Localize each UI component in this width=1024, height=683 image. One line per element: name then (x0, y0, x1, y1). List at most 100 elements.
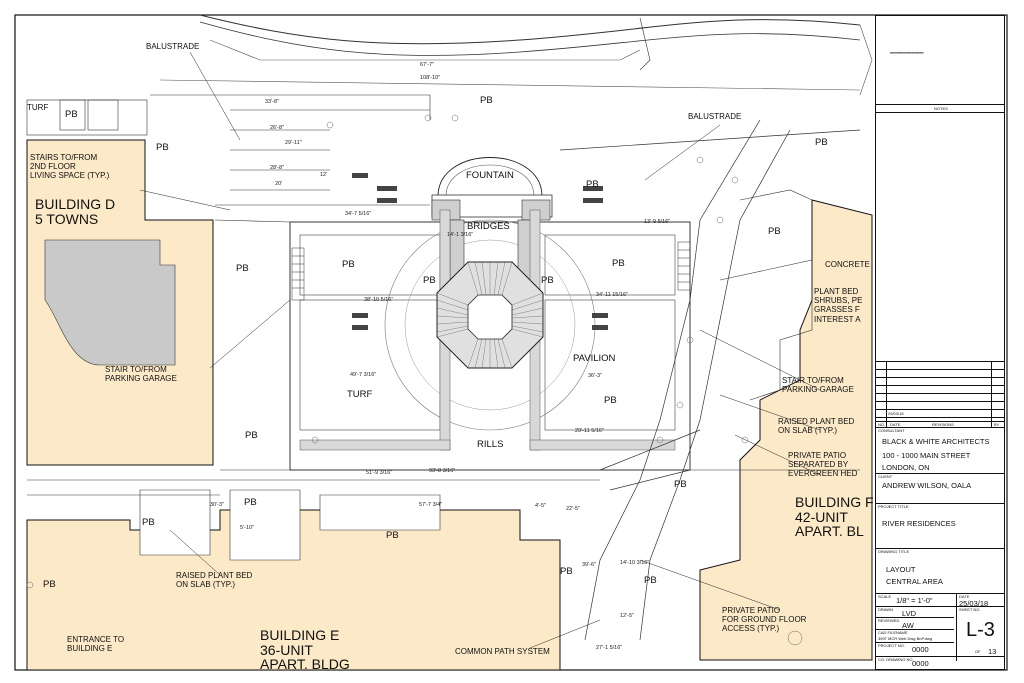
raised-bed-label-right: RAISED PLANT BED ON SLAB (TYP.) (778, 417, 855, 436)
client-heading: CLIENT (878, 474, 893, 479)
dimension-annotation: 38'-10 5/16" (364, 297, 394, 303)
drawn-label: DRAWN (878, 607, 893, 612)
dimension-annotation: 12' (320, 172, 328, 178)
planting-bed-label: PB (236, 263, 249, 274)
sheet-number: L-3 (966, 619, 995, 641)
dimension-annotation: 29'-11 5/16" (575, 428, 604, 434)
dimension-annotation: 36'-3" (588, 373, 603, 379)
reviewed-label: REVIEWED (878, 618, 900, 623)
notes-heading: NOTES (934, 106, 948, 111)
turf-label-center: TURF (347, 389, 373, 400)
dimension-annotation: 4'-5" (535, 503, 546, 509)
planting-bed-label: PB (245, 430, 258, 441)
dimension-annotation: 13'-9 5/16" (644, 219, 671, 225)
planting-bed-label: PB (586, 179, 599, 190)
building-f-footprint (699, 199, 873, 661)
stair-parking-label-right: STAIR TO/FROM PARKING GARAGE (782, 376, 854, 395)
planting-bed-label: PB (43, 579, 56, 590)
project-heading: PROJECT TITLE (878, 504, 909, 509)
dimension-annotation: 26'-8" (270, 125, 285, 131)
common-path-label: COMMON PATH SYSTEM (455, 647, 550, 656)
dimension-annotation: 57'-7 3/4" (419, 502, 443, 508)
drawing-no-value: 0000 (912, 659, 929, 668)
date-value: 25/03/18 (959, 599, 989, 608)
bridges-label: BRIDGES (467, 221, 510, 232)
private-patio-hedge-label: PRIVATE PATIO SEPARATED BY EVERGREEN HED (788, 451, 858, 479)
rev-header-by: BY (994, 422, 1000, 427)
planting-bed-label: PB (674, 479, 687, 490)
planting-bed-label: PB (612, 258, 625, 269)
planting-bed-label: PB (156, 142, 169, 153)
drawing-no-label: CO. DRAWING NO. (878, 657, 914, 662)
planting-bed-label: PB (142, 517, 155, 528)
planting-bed-label: PB (815, 137, 828, 148)
pavilion-octagon (436, 261, 544, 369)
dimension-annotation: 12'-5" (620, 613, 635, 619)
dimension-annotation: 27'-1 5/16" (596, 645, 623, 651)
of-label: OF (975, 649, 981, 654)
project-no-value: 0000 (912, 645, 929, 654)
client-name: ANDREW WILSON, OALA (882, 481, 972, 490)
building-e-label: BUILDING E 36-UNIT APART. BLDG (260, 628, 350, 670)
drawn-value: LVD (902, 609, 917, 618)
balustrade-label-right: BALUSTRADE (688, 112, 742, 121)
title-block: ▪▪▪▪▪▪▪▪▪▪▪▪▪▪▪▪▪▪▪▪▪▪▪▪▪▪▪▪▪▪ NOTES 29/… (875, 15, 1005, 670)
revision-date: 29/03/18 (888, 411, 904, 416)
dimension-annotation: 108'-10" (420, 75, 441, 81)
dimension-annotation: 28'-8" (270, 165, 285, 171)
planting-bed-label: PB (244, 497, 257, 508)
stairs-2nd-floor-label: STAIRS TO/FROM 2ND FLOOR LIVING SPACE (T… (30, 153, 110, 181)
planting-bed-label: PB (541, 275, 554, 286)
dimension-annotation: 49'-7 3/16" (350, 372, 377, 378)
stair-parking-label-left: STAIR TO/FROM PARKING GARAGE (105, 365, 177, 384)
planting-bed-label: PB (644, 575, 657, 586)
drawing-title-heading: DRAWING TITLE (878, 549, 910, 554)
scale-value: 1/8" = 1'-0" (896, 596, 933, 605)
dimension-annotation: 39'-6" (582, 562, 597, 568)
raised-bed-label-bottom: RAISED PLANT BED ON SLAB (TYP.) (176, 571, 253, 590)
rills-label: RILLS (477, 439, 504, 450)
planting-bed-label: PB (386, 530, 399, 541)
project-no-label: PROJECT NO. (878, 643, 905, 648)
dimension-annotation: 14'-10 3/16" (620, 560, 650, 566)
sheet-no-label: SHEET NO. (959, 607, 981, 612)
rev-header-no: NO. (878, 422, 886, 427)
dimension-annotation: 14'-1 3/16" (447, 232, 474, 238)
planting-bed-label: PB (604, 395, 617, 406)
dimension-annotation: 51'-9 3/16" (366, 470, 393, 476)
plant-bed-label: PLANT BED SHRUBS, PE GRASSES F INTEREST … (814, 287, 863, 324)
title-block-stamp-text: ▪▪▪▪▪▪▪▪▪▪▪▪▪▪▪▪▪▪▪▪▪▪▪▪▪▪▪▪▪▪ (890, 50, 924, 55)
consultant-name: BLACK & WHITE ARCHITECTS (882, 437, 990, 446)
planting-bed-label: PB (65, 109, 78, 120)
scale-label: SCALE (878, 594, 892, 599)
cad-filename-label: CAD FILENAME (878, 630, 908, 635)
of-value: 13 (988, 647, 997, 656)
reviewed-value: AW (902, 621, 914, 630)
building-f-label: BUILDING F 42-UNIT APART. BL (795, 495, 873, 540)
dimension-annotation: 34'-11 15/16" (596, 292, 628, 298)
project-name: RIVER RESIDENCES (882, 519, 956, 528)
planting-bed-label: PB (423, 275, 436, 286)
building-d-label: BUILDING D 5 TOWNS (35, 196, 116, 227)
drawing-title-line-1: LAYOUT (886, 565, 916, 574)
pavilion-label: PAVILION (573, 353, 616, 364)
planting-bed-label: PB (560, 566, 573, 577)
consultant-address: 100 - 1000 MAIN STREET (882, 451, 971, 460)
private-patio-ground-label: PRIVATE PATIO FOR GROUND FLOOR ACCESS (T… (722, 606, 807, 634)
dimension-annotation: 22'-5" (566, 506, 581, 512)
concrete-label: CONCRETE (825, 260, 870, 269)
dimension-annotation: 67'-7" (420, 62, 435, 68)
dimension-annotation: 93'-8 3/16" (429, 468, 456, 474)
planting-bed-label: PB (480, 95, 493, 106)
turf-label-top: TURF (27, 103, 49, 112)
consultant-heading: CONSULTANT (878, 428, 905, 433)
fountain-label: FOUNTAIN (466, 170, 514, 181)
rev-header-date: DATE (890, 422, 901, 427)
rev-header-revisions: REVISIONS (932, 422, 954, 427)
dimension-annotation: 29'-11" (285, 140, 302, 146)
dimension-annotation: 33'-8" (265, 99, 280, 105)
dimension-annotation: 34'-7 5/16" (345, 211, 372, 217)
entrance-e-label: ENTRANCE TO BUILDING E (67, 635, 125, 654)
drawing-title-line-2: CENTRAL AREA (886, 577, 943, 586)
dimension-annotation: 20' (275, 181, 283, 187)
